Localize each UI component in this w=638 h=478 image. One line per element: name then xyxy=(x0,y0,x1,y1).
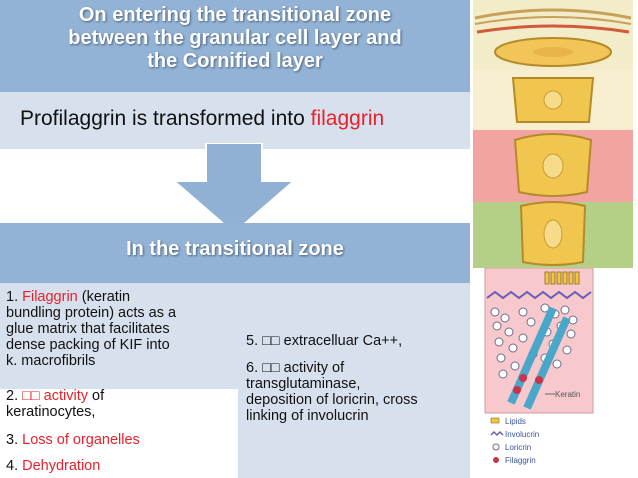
down-arrow-icon xyxy=(174,143,294,233)
filaggrin-highlight: filaggrin xyxy=(310,107,385,130)
legend-lipids: Lipids xyxy=(505,417,526,426)
item-3: 3. Loss of organelles xyxy=(6,432,140,448)
item-5-line: 5. □□ extracelluar Ca++, xyxy=(246,333,403,349)
item-2-line2: keratinocytes, xyxy=(6,404,96,420)
item-2-glyph: □□ xyxy=(22,388,40,404)
item-1-highlight: Filaggrin xyxy=(22,289,78,305)
lipids-legend-icon xyxy=(490,417,500,424)
top-header-line3: the Cornified layer xyxy=(147,50,323,72)
item-4: 4. Dehydration xyxy=(6,458,100,474)
loricrin-legend-icon xyxy=(492,443,500,451)
item-1-line1: 1. Filaggrin (keratin xyxy=(6,289,176,305)
item-2-num: 2. xyxy=(6,388,23,404)
profilaggrin-box: Profilaggrin is transformed into filaggr… xyxy=(0,92,470,149)
item-3-highlight: Loss of organelles xyxy=(22,432,140,448)
top-header: On entering the transitional zone betwee… xyxy=(0,0,470,92)
top-header-title: On entering the transitional zone betwee… xyxy=(0,4,470,73)
epidermis-cell-illustration xyxy=(473,0,633,268)
profilaggrin-text: Profilaggrin is transformed into filaggr… xyxy=(20,107,384,131)
transitional-title: In the transitional zone xyxy=(126,238,344,260)
right-column xyxy=(238,283,470,478)
top-header-line2: between the granular cell layer and xyxy=(68,27,402,49)
item-2-rest: of xyxy=(88,388,105,404)
item-1-text1: (keratin xyxy=(77,289,131,305)
legend-involucrin: Involucrin xyxy=(505,430,539,439)
item-1-line5: k. macrofibrils xyxy=(6,353,96,369)
item-2-line1: 2. □□ activity of xyxy=(6,388,104,404)
item-4-highlight: Dehydration xyxy=(22,458,101,474)
item-6-line2: transglutaminase, xyxy=(246,376,361,392)
item-2: 2. □□ activity of keratinocytes, xyxy=(6,388,104,420)
top-header-line1: On entering the transitional zone xyxy=(78,4,392,26)
left-item1-box xyxy=(0,283,238,389)
profilaggrin-prefix: Profilaggrin is transformed into xyxy=(20,107,311,130)
item-1-line2: bundling protein) acts as a xyxy=(6,305,177,321)
filaggrin-legend-icon xyxy=(493,457,499,463)
item-6-line4: linking of involucrin xyxy=(246,408,369,424)
legend-keratin: Keratin xyxy=(555,390,580,399)
keratin-filament-illustration: Keratin Lipids Involucrin Loricrin Filag… xyxy=(483,268,597,478)
item-2-highlight: activity xyxy=(39,388,88,404)
item-5: 5. □□ extracelluar Ca++, xyxy=(246,333,402,349)
legend-loricrin: Loricrin xyxy=(505,443,531,452)
item-6-line1: 6. □□ activity of xyxy=(246,360,345,376)
legend-filaggrin: Filaggrin xyxy=(505,456,536,465)
item-4-num: 4. xyxy=(6,458,23,474)
item-6: 6. □□ activity of transglutaminase, depo… xyxy=(246,360,418,424)
item-6-line3: deposition of loricrin, cross xyxy=(246,392,418,408)
item-1-num: 1. xyxy=(6,289,23,305)
involucrin-legend-icon xyxy=(490,430,504,437)
transitional-header: In the transitional zone xyxy=(0,223,470,283)
item-1-line4: dense packing of KIF into xyxy=(6,337,170,353)
item-1: 1. Filaggrin (keratin bundling protein) … xyxy=(6,289,176,369)
item-1-line3: glue matrix that facilitates xyxy=(6,321,170,337)
item-3-num: 3. xyxy=(6,432,23,448)
